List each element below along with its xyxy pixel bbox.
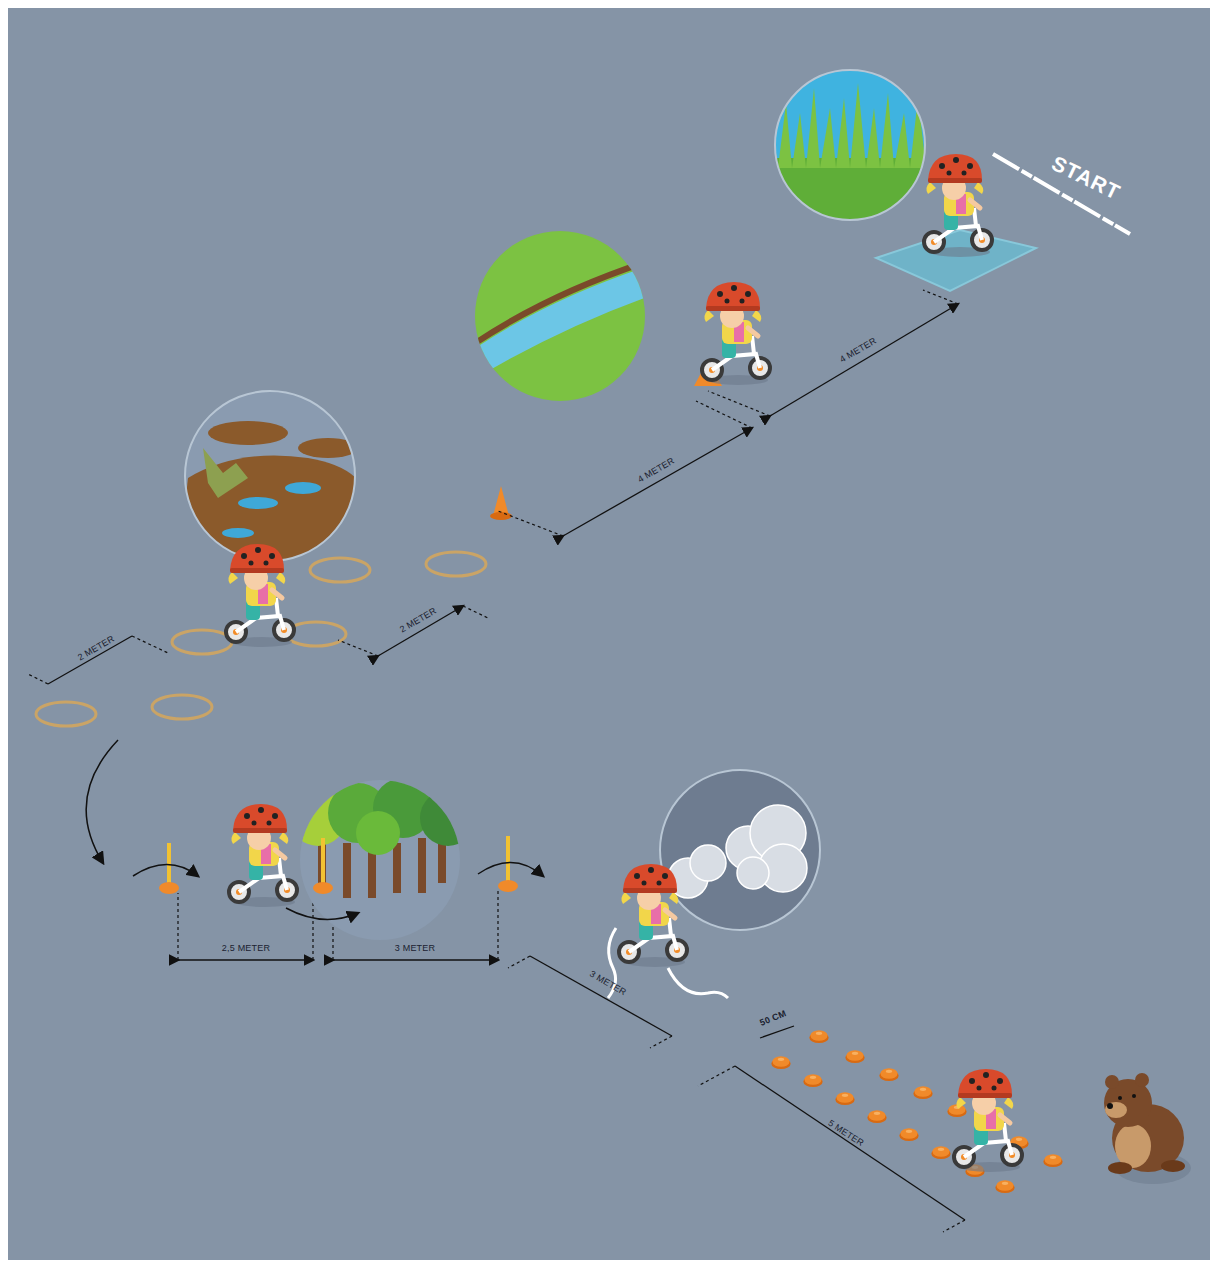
dimension-label: 2 METER	[398, 606, 438, 635]
dimension-label: 2,5 METER	[222, 943, 270, 953]
course-background: START4 METER4 METER2 METER2 METER2,5 MET…	[8, 8, 1210, 1260]
dimension-label: 50 CM	[758, 1008, 787, 1028]
dimension-label: 3 METER	[588, 969, 628, 998]
dimension-label: 4 METER	[838, 336, 878, 365]
start-label: START	[1048, 151, 1125, 205]
dimension-label: 3 METER	[395, 943, 435, 953]
dimension-label: 4 METER	[636, 456, 676, 485]
obstacle-course-illustration	[8, 8, 1210, 1260]
dimension-label: 5 METER	[826, 1118, 865, 1148]
